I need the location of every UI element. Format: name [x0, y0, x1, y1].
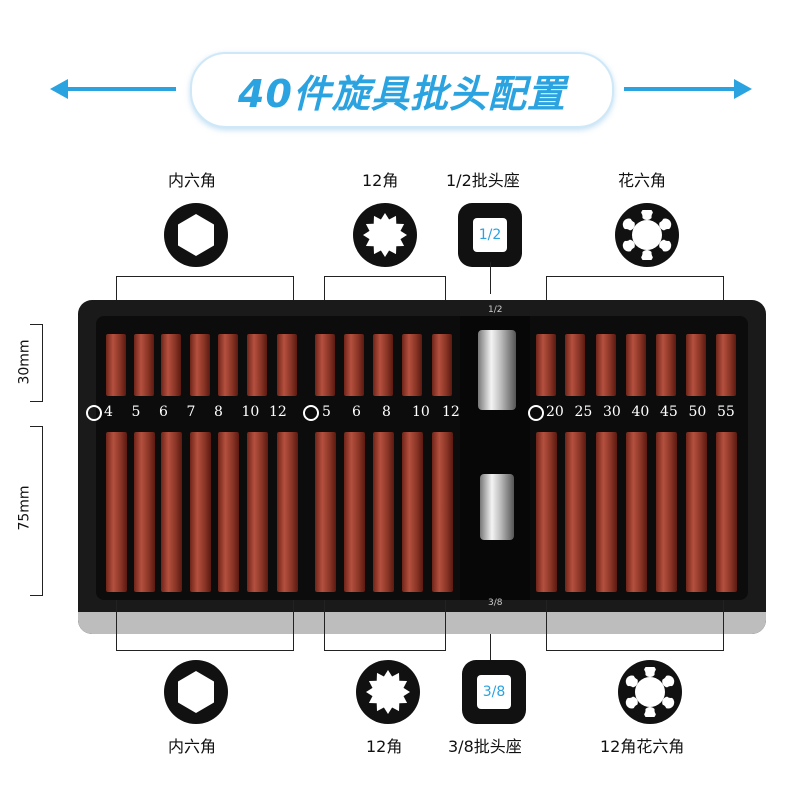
screwdriver-bit [106, 432, 127, 592]
bracket-hex-bottom [116, 600, 294, 651]
screwdriver-bit [656, 334, 676, 396]
screwdriver-bit [247, 432, 268, 592]
square-drive-icon: 3/8 [462, 660, 526, 724]
screwdriver-bit [626, 432, 647, 592]
screwdriver-bit [190, 432, 211, 592]
right-arrow-line [624, 87, 736, 91]
screwdriver-bit [402, 334, 422, 396]
screwdriver-bit [716, 432, 737, 592]
screwdriver-bit [161, 432, 182, 592]
screwdriver-bit [686, 334, 706, 396]
right-arrow-icon [734, 79, 752, 99]
hex-marker-icon [86, 405, 102, 421]
hex-size-label: 7 [186, 404, 196, 420]
torx-size-label: 25 [574, 404, 593, 420]
screwdriver-bit [106, 334, 126, 396]
hex-size-label: 6 [159, 404, 168, 420]
twelve-size-label: 10 [412, 404, 430, 420]
torx-size-label: 45 [660, 404, 678, 420]
hex-size-label: 12 [269, 404, 287, 420]
screwdriver-bit [432, 432, 453, 592]
screwdriver-bit [315, 432, 336, 592]
tray-bottom-lip [78, 612, 766, 634]
screwdriver-bit [134, 334, 154, 396]
left-arrow-line [66, 87, 176, 91]
screwdriver-bit [315, 334, 335, 396]
dim-75-guide [30, 426, 43, 596]
page-title: 40件旋具批头配置 [238, 71, 566, 116]
screwdriver-bit [373, 432, 394, 592]
hexagon-icon [164, 660, 228, 724]
tray-mark-bottom: 3/8 [488, 598, 503, 608]
bracket-12-bottom [324, 600, 446, 651]
socket-half [478, 330, 516, 410]
screwdriver-bit [565, 432, 586, 592]
twelve-size-label: 6 [352, 404, 361, 420]
torx-star-icon [615, 203, 679, 267]
screwdriver-bit [432, 334, 452, 396]
torx-size-label: 20 [546, 404, 564, 420]
label-torx-top: 花六角 [618, 171, 667, 190]
tray-mark-top: 1/2 [488, 305, 503, 315]
hex-size-label: 8 [214, 404, 223, 420]
screwdriver-bit [218, 432, 239, 592]
label-hex-top: 内六角 [168, 171, 217, 190]
screwdriver-bit [656, 432, 677, 592]
bracket-torx-bottom [546, 600, 724, 651]
left-arrow-icon [50, 79, 68, 99]
label-12pt-top: 12角 [362, 171, 399, 190]
dim-75-label: 75mm [16, 485, 33, 531]
screwdriver-bit [161, 334, 181, 396]
label-torx-bottom: 12角花六角 [600, 737, 685, 756]
label-12pt-bottom: 12角 [366, 737, 403, 756]
dim-30-label: 30mm [16, 339, 33, 385]
torx-marker-icon [528, 405, 544, 421]
hex-size-label: 5 [131, 404, 141, 420]
screwdriver-bit [277, 432, 298, 592]
screwdriver-bit [536, 334, 556, 396]
twelve-point-star-icon [356, 660, 420, 724]
screwdriver-bit [626, 334, 646, 396]
label-holder-38: 3/8批头座 [448, 737, 522, 756]
screwdriver-bit [218, 334, 238, 396]
holder-half-label: 1/2 [473, 218, 507, 252]
twelve-size-label: 12 [442, 404, 460, 420]
screwdriver-bit [596, 334, 616, 396]
screwdriver-bit [686, 432, 707, 592]
label-hex-bottom: 内六角 [168, 737, 217, 756]
torx-size-label: 40 [631, 404, 650, 420]
dim-30-guide [30, 324, 43, 402]
torx-size-label: 50 [688, 404, 707, 420]
bracket-holder-top [490, 262, 491, 294]
torx-star-icon [618, 660, 682, 724]
holder-38-label: 3/8 [477, 675, 511, 709]
screwdriver-bit [402, 432, 423, 592]
hex-size-label: 4 [104, 404, 113, 420]
twelve-point-star-icon [353, 203, 417, 267]
twelve-size-label: 5 [322, 404, 331, 420]
hexagon-icon [164, 203, 228, 267]
bracket-holder-bottom [490, 634, 491, 662]
label-holder-half: 1/2批头座 [446, 171, 520, 190]
screwdriver-bit [134, 432, 155, 592]
screwdriver-bit [247, 334, 267, 396]
screwdriver-bit [277, 334, 297, 396]
screwdriver-bit [190, 334, 210, 396]
twelve-marker-icon [303, 405, 319, 421]
screwdriver-bit [716, 334, 736, 396]
screwdriver-bit [565, 334, 585, 396]
socket-38 [480, 474, 514, 540]
screwdriver-bit [344, 334, 364, 396]
torx-size-label: 55 [717, 404, 735, 420]
screwdriver-bit [596, 432, 617, 592]
title-banner: 40件旋具批头配置 [190, 52, 614, 128]
hex-size-label: 10 [241, 404, 260, 420]
square-drive-icon: 1/2 [458, 203, 522, 267]
screwdriver-bit [373, 334, 393, 396]
twelve-size-label: 8 [382, 404, 391, 420]
torx-size-label: 30 [603, 404, 621, 420]
screwdriver-bit [344, 432, 365, 592]
screwdriver-bit [536, 432, 557, 592]
